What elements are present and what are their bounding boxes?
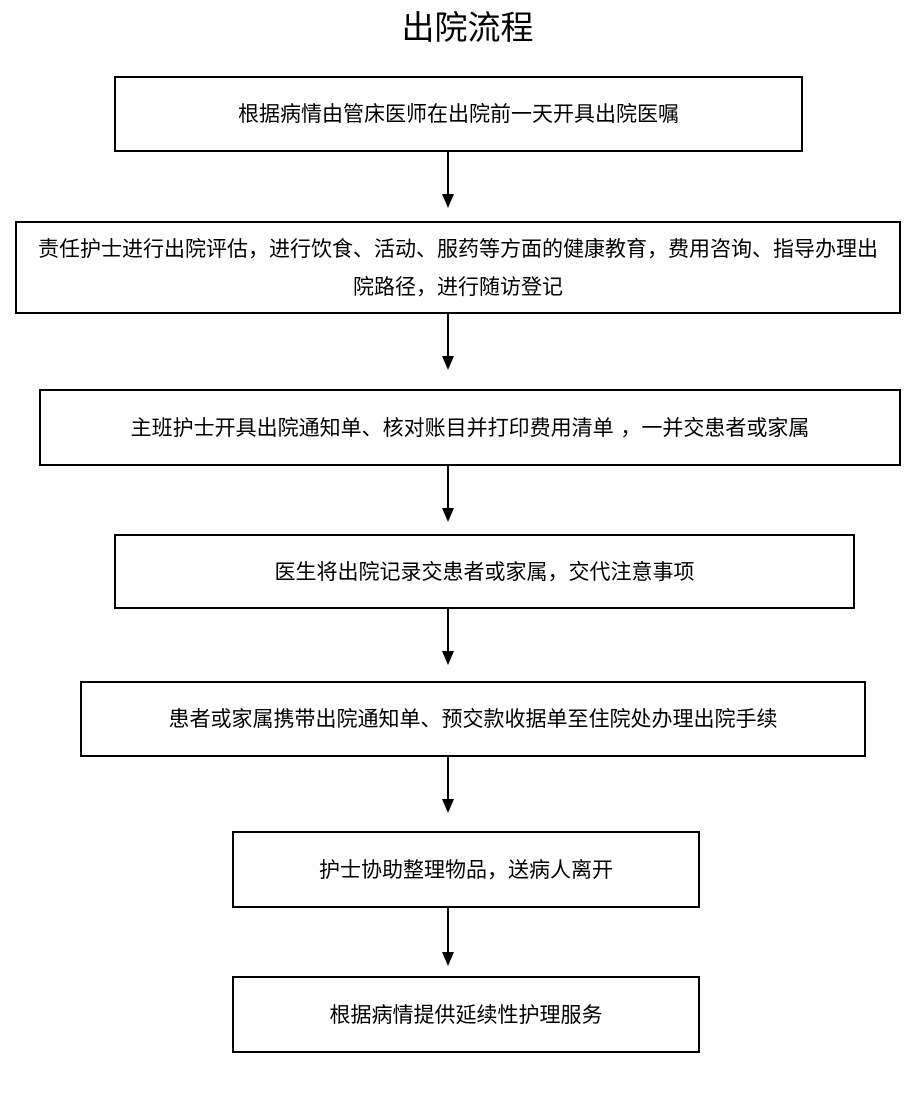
flow-step-2: 责任护士进行出院评估，进行饮食、活动、服药等方面的健康教育，费用咨询、指导办理出… <box>15 221 901 314</box>
flow-step-7-text: 根据病情提供延续性护理服务 <box>329 1002 603 1027</box>
flow-step-4: 医生将出院记录交患者或家属，交代注意事项 <box>114 534 855 609</box>
flow-step-5-text: 患者或家属携带出院通知单、预交款收据单至住院处办理出院手续 <box>168 707 778 731</box>
flow-step-6-text: 护士协助整理物品，送病人离开 <box>319 857 613 882</box>
flow-step-2-text: 责任护士进行出院评估，进行饮食、活动、服药等方面的健康教育，费用咨询、指导办理出… <box>38 236 878 299</box>
flow-step-1: 根据病情由管床医师在出院前一天开具出院医嘱 <box>114 76 803 152</box>
flow-step-6: 护士协助整理物品，送病人离开 <box>232 831 700 908</box>
flow-step-1-text: 根据病情由管床医师在出院前一天开具出院医嘱 <box>238 102 679 126</box>
diagram-title: 出院流程 <box>401 8 534 47</box>
flow-step-3: 主班护士开具出院通知单、核对账目并打印费用清单 ，一并交患者或家属 <box>39 389 901 466</box>
flow-step-4-text: 医生将出院记录交患者或家属，交代注意事项 <box>274 559 695 584</box>
flow-step-7: 根据病情提供延续性护理服务 <box>232 976 700 1053</box>
flow-step-5: 患者或家属携带出院通知单、预交款收据单至住院处办理出院手续 <box>80 681 866 757</box>
flow-step-3-text: 主班护士开具出院通知单、核对账目并打印费用清单 ，一并交患者或家属 <box>130 415 810 440</box>
